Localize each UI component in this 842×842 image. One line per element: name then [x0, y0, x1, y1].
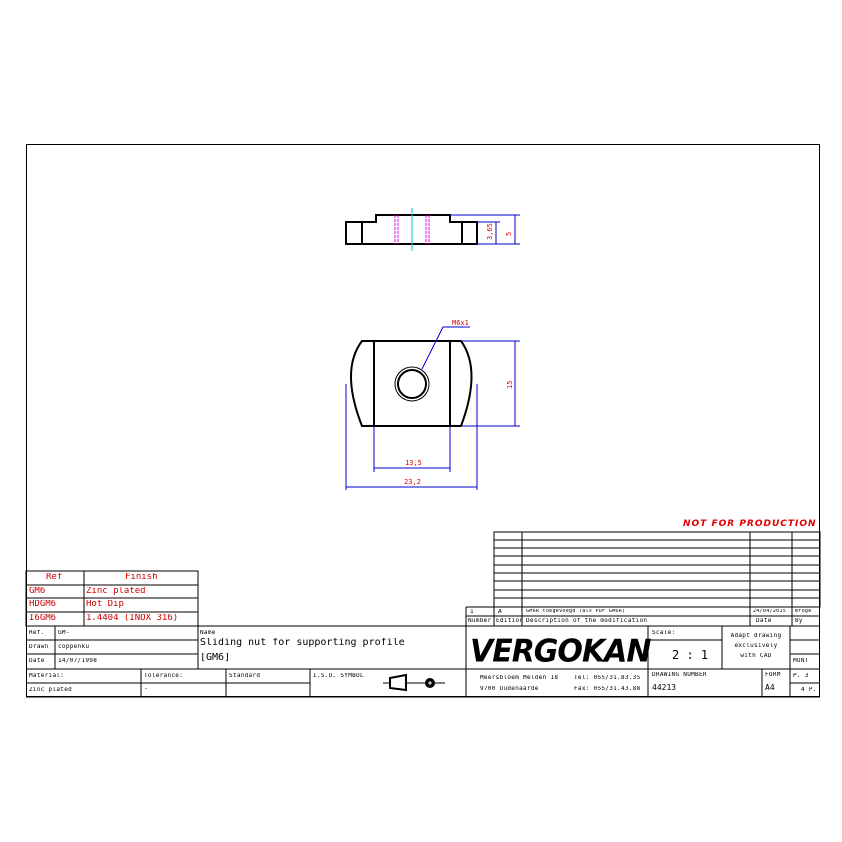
ref-label: Ref. — [29, 630, 45, 636]
revision-edition: A — [498, 609, 502, 615]
drawn-label: Drawn — [29, 644, 49, 650]
tolerance-label: Tolerance: — [144, 673, 184, 679]
date-value: 14/07/1998 — [58, 658, 98, 664]
ref-value: GM- — [58, 630, 70, 636]
drawing-number-value: 44213 — [652, 684, 677, 692]
material-label: Material: — [29, 673, 65, 679]
variant-finish: Zinc plated — [86, 587, 146, 596]
scale-value: 2 : 1 — [672, 649, 709, 661]
standard-label: Standard — [229, 673, 261, 679]
dim-13-5: 13,5 — [405, 459, 422, 467]
iso-symbol-label: I.S.O. SYMBOL — [313, 673, 364, 679]
iso-projection-symbol — [383, 673, 445, 692]
cad-note-line-1: Adapt drawing — [730, 633, 782, 639]
revision-header-edition: Edition — [496, 618, 524, 624]
variant-ref: I6GM6 — [29, 614, 57, 623]
page-count: 4 P. — [801, 687, 817, 693]
cad-note-line-3: with CAD — [740, 653, 772, 659]
revision-number: 1 — [470, 609, 474, 615]
not-for-production-stamp: NOT FOR PRODUCTION — [683, 519, 817, 529]
form-value: A4 — [765, 684, 775, 692]
form-label: FORM — [765, 672, 781, 678]
company-tel: Tel: 055/31.83.35 — [574, 675, 641, 681]
date-label: Date — [29, 658, 45, 664]
front-view: 3,65 5 — [345, 208, 520, 251]
dim-5: 5 — [505, 232, 513, 236]
revision-date: 24/04/2015 — [753, 609, 787, 614]
dim-3-65: 3,65 — [486, 223, 494, 240]
revision-by: mfoge — [795, 609, 812, 614]
top-view: M6x1 15 13,5 23,2 — [345, 319, 520, 490]
variant-finish: Hot Dip — [86, 600, 124, 609]
dim-23-2: 23,2 — [404, 478, 421, 486]
drawn-value: coppenku — [58, 644, 90, 650]
revision-header-number: Number — [468, 618, 492, 624]
tolerance-value: - — [144, 686, 148, 692]
variant-ref: GM6 — [29, 587, 46, 596]
revision-description: GM6R toegevoegd (als PDF GM6R) — [526, 609, 626, 614]
company-address-2: 9700 Oudenaarde — [480, 686, 539, 692]
revision-grid — [25, 531, 821, 698]
dim-15: 15 — [506, 381, 514, 389]
name-label: Name — [200, 630, 216, 636]
drawing-number-label: DRAWING NUMBER — [652, 672, 707, 678]
company-logo: VERGOKAN — [470, 633, 652, 670]
mont-label: MONT — [793, 658, 809, 664]
company-address-1: Meersbloem Melden 18 — [480, 675, 559, 681]
revision-header-date: Date — [756, 618, 772, 624]
revision-header-description: Description of the modification — [526, 618, 648, 624]
variant-ref: HDGM6 — [29, 600, 57, 609]
variants-header-ref: Ref — [46, 573, 63, 582]
page-number: P. 3 — [793, 673, 809, 679]
thread-callout: M6x1 — [452, 319, 469, 327]
cad-note-line-2: exclusively — [734, 643, 778, 649]
company-fax: Fax: 055/31.43.88 — [574, 686, 641, 692]
scale-label: Scale: — [652, 630, 676, 636]
revision-header-by: By — [795, 618, 803, 624]
variants-header-finish: Finish — [125, 573, 158, 582]
variant-finish: 1.4404 (INOX 316) — [86, 614, 179, 623]
material-value: Zinc plated — [29, 687, 73, 693]
part-code: [GM6] — [200, 653, 231, 663]
part-name: Sliding nut for supporting profile — [200, 638, 405, 648]
